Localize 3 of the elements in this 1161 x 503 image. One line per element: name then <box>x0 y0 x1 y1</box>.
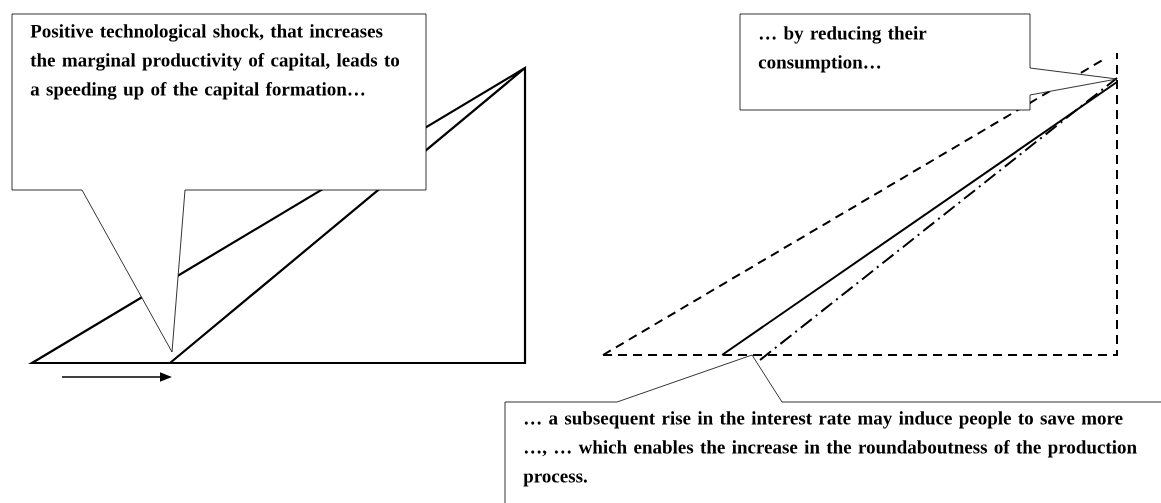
callout-box: … by reducing their consumption… <box>739 13 1118 111</box>
callout-box: Positive technological shock, that increases the marginal productivity of capital, leads to a speeding up of the capital formation… <box>11 13 427 353</box>
callout-box: … a subsequent rise in the interest rate may induce people to save more …, … which enables the increase in the roundaboutness of the production process. <box>504 354 1161 503</box>
